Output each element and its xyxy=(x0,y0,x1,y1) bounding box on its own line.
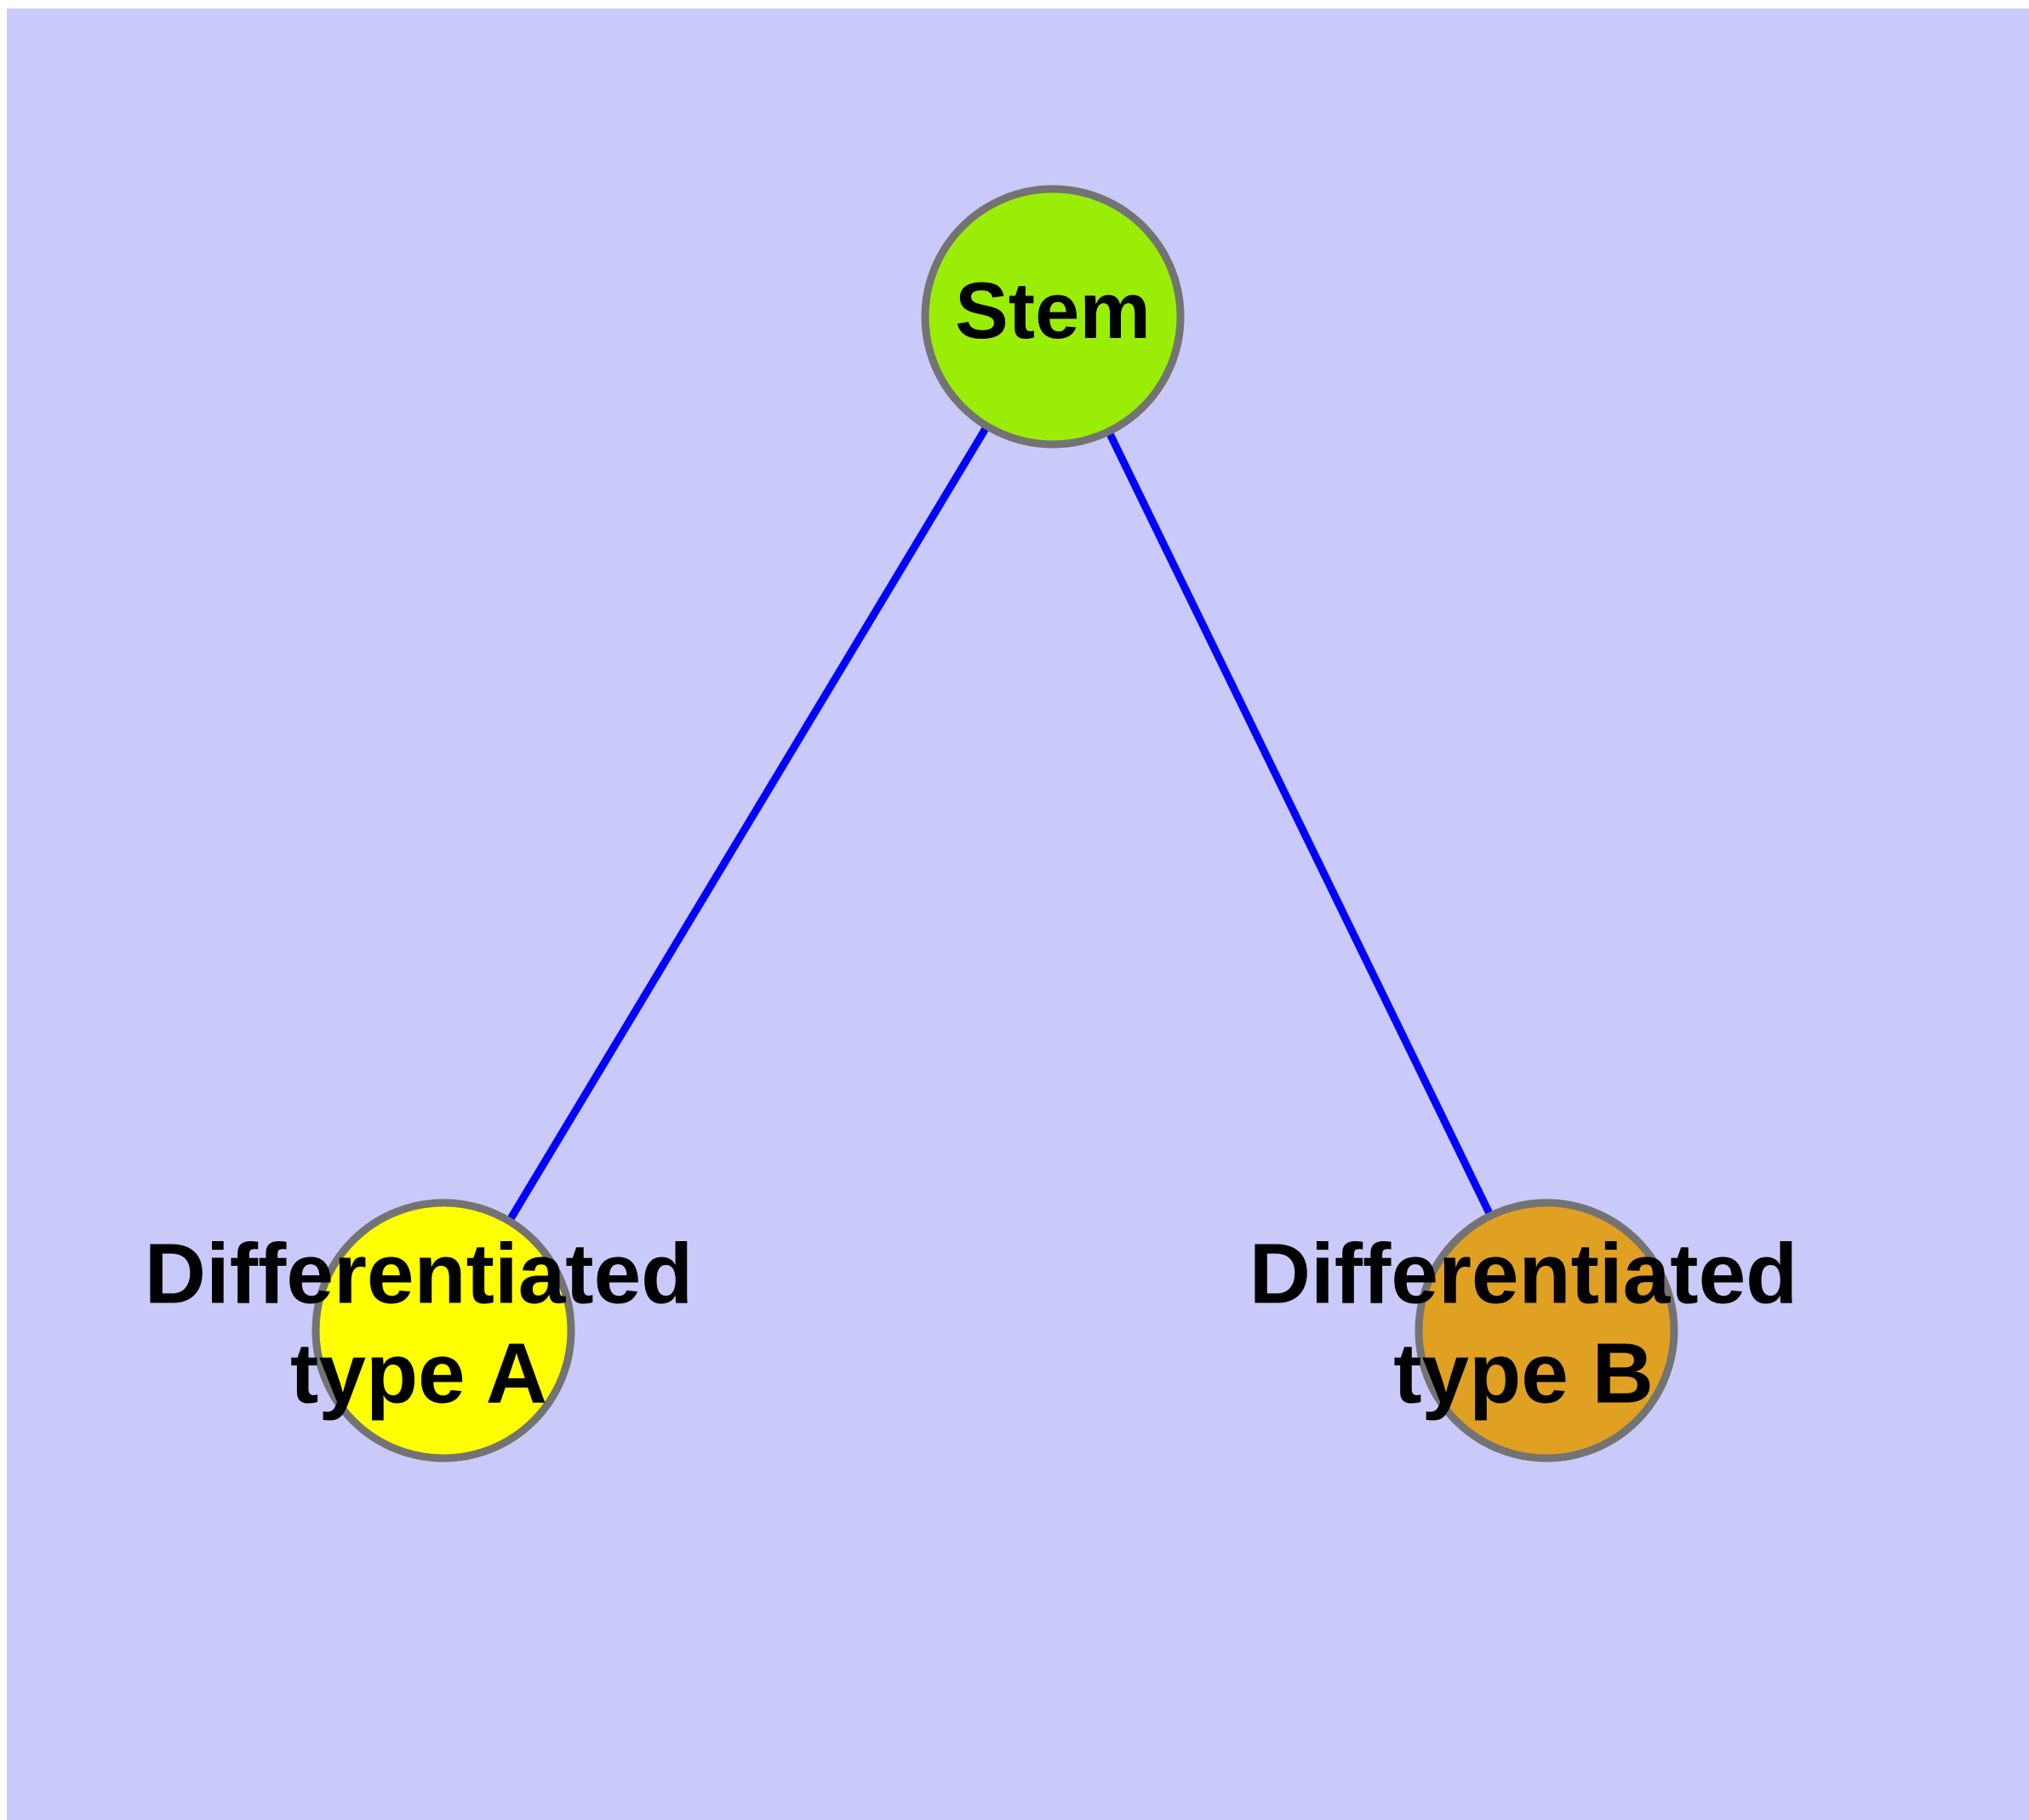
node-label-stem: Stem xyxy=(955,266,1151,355)
node-label-line: Differentiated xyxy=(1249,1227,1798,1322)
node-label-line: Stem xyxy=(955,266,1151,355)
node-label-line: Differentiated xyxy=(145,1227,694,1322)
node-circle-stem[interactable] xyxy=(921,185,1185,449)
graph-edge-stem-diffA[interactable] xyxy=(507,426,989,1221)
edges-layer xyxy=(507,426,1493,1221)
graph-edge-stem-diffB[interactable] xyxy=(1106,432,1493,1215)
graph-node-stem[interactable]: Stem xyxy=(921,185,1185,449)
node-label-line: type A xyxy=(290,1326,547,1422)
node-label-line: type B xyxy=(1393,1326,1654,1422)
node-circle-diffB[interactable] xyxy=(1415,1199,1678,1462)
node-circle-diffA[interactable] xyxy=(311,1199,575,1462)
